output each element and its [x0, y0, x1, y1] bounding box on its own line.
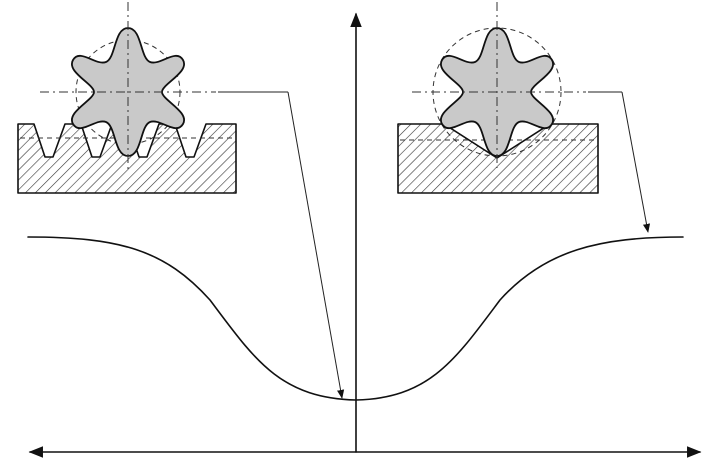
- left-leader-arrow: [287, 91, 345, 399]
- right-rack: [397, 123, 599, 194]
- left-panel: [17, 2, 345, 399]
- response-curve: [27, 236, 684, 401]
- right-panel: [397, 2, 651, 233]
- right-leader-arrow: [621, 91, 651, 233]
- left-rack: [17, 123, 237, 194]
